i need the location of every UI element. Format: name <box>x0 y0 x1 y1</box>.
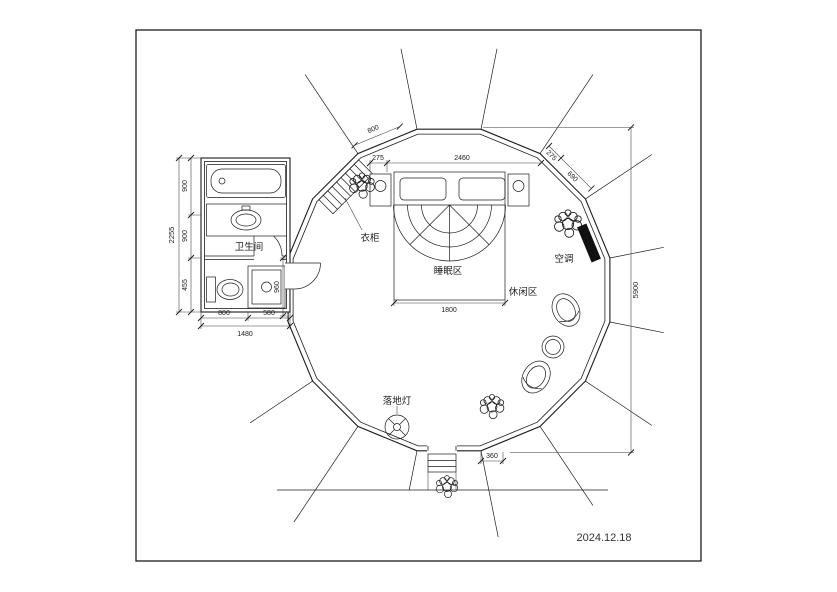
nightstand-right <box>507 173 530 207</box>
label-ac: 空调 <box>554 253 573 265</box>
lounge-chair-1 <box>551 293 581 327</box>
partition-wall <box>204 255 287 260</box>
entrance-steps <box>427 453 457 473</box>
pillow-left <box>399 177 447 201</box>
dim-900-top: 900 <box>182 180 189 192</box>
dim-900-mid: 900 <box>182 230 189 242</box>
dim-5900: 5900 <box>631 282 640 299</box>
leisure-furniture: 休闲区 <box>509 286 581 394</box>
dim-580: 580 <box>263 310 275 317</box>
toilet <box>206 276 244 303</box>
dimensions: 5900 2255 900 900 455 800 580 1480 960 1… <box>167 123 640 490</box>
pillow-right <box>458 177 506 201</box>
side-table <box>541 335 565 359</box>
date-text: 2024.12.18 <box>576 532 631 544</box>
dim-2460: 2460 <box>454 155 470 162</box>
ac-unit: 空调 <box>554 223 601 265</box>
vanity-sink <box>206 203 287 237</box>
dim-800-top: 800 <box>367 124 381 135</box>
dim-275-left: 275 <box>372 155 384 162</box>
label-bathroom: 卫生间 <box>235 241 264 253</box>
dim-455: 455 <box>182 279 189 291</box>
dim-1800: 1800 <box>441 307 457 314</box>
bathtub <box>206 164 286 198</box>
bathroom-door <box>285 262 321 290</box>
wardrobe-leader-line <box>344 197 363 231</box>
label-wardrobe: 衣柜 <box>360 232 380 244</box>
label-leisure-area: 休闲区 <box>509 286 538 298</box>
label-sleeping-area: 睡眠区 <box>434 265 463 277</box>
dim-2255: 2255 <box>167 227 176 244</box>
entrance <box>427 444 457 473</box>
dim-360: 360 <box>486 453 498 460</box>
lounge-chair-2 <box>521 360 551 394</box>
roof-rays <box>250 48 664 538</box>
bed: 睡眠区 <box>369 171 530 301</box>
dim-960: 960 <box>274 281 281 293</box>
bathroom: 卫生间 <box>200 157 321 313</box>
label-floor-lamp: 落地灯 <box>383 395 412 407</box>
shower <box>247 265 286 309</box>
nightstand-left <box>369 173 392 207</box>
floor-lamp: 落地灯 <box>383 395 412 440</box>
dim-800-bath: 800 <box>218 310 230 317</box>
dim-1480: 1480 <box>237 331 253 338</box>
